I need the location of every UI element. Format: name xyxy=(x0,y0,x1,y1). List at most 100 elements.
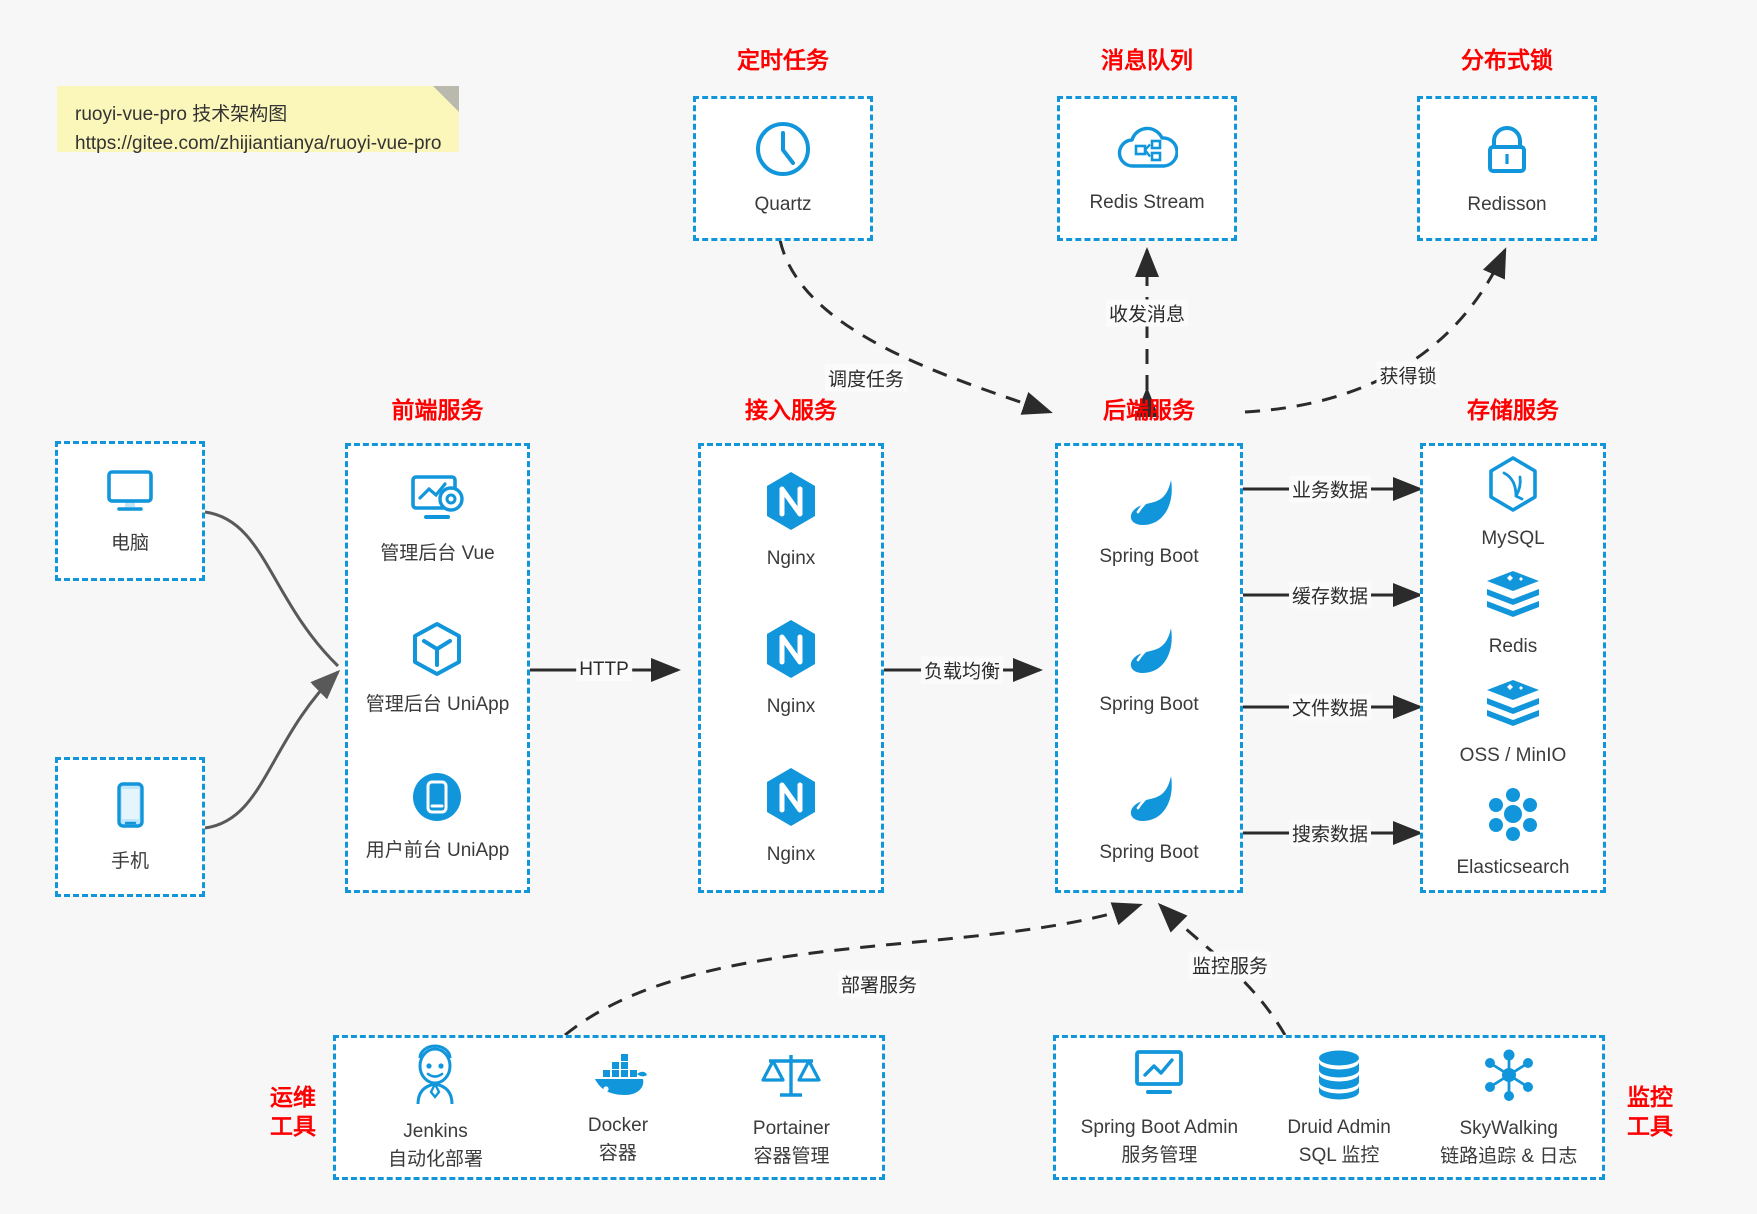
node-spring-boot-admin[interactable]: Spring Boot Admin 服务管理 xyxy=(1081,1048,1238,1168)
edge-label-deploy-service: 部署服务 xyxy=(837,970,921,998)
node-jenkins[interactable]: Jenkins 自动化部署 xyxy=(388,1044,483,1172)
group-scheduled-task: Quartz xyxy=(693,96,873,241)
node-sublabel: 服务管理 xyxy=(1121,1145,1198,1167)
mobile-icon xyxy=(108,780,152,841)
node-nginx-3[interactable]: Nginx xyxy=(762,765,820,868)
note-line-2: https://gitee.com/zhijiantianya/ruoyi-vu… xyxy=(75,133,442,155)
devops-title-line-2: 工具 xyxy=(270,1112,316,1139)
group-title-message-queue: 消息队列 xyxy=(1101,47,1193,73)
node-label: 用户前台 UniApp xyxy=(365,840,510,862)
node-druid-admin[interactable]: Druid Admin SQL 监控 xyxy=(1287,1048,1391,1168)
node-admin-vue[interactable]: 管理后台 Vue xyxy=(380,472,495,567)
node-label: Spring Boot Admin xyxy=(1080,1116,1239,1138)
node-desktop[interactable]: 电脑 xyxy=(101,466,159,557)
edge-label-schedule-task: 调度任务 xyxy=(824,364,908,392)
node-label: Redis xyxy=(1488,636,1538,658)
node-label: 管理后台 UniApp xyxy=(365,693,510,715)
group-client-mobile: 手机 xyxy=(55,757,205,897)
node-label: Spring Boot xyxy=(1099,545,1199,567)
node-user-uniapp[interactable]: 用户前台 UniApp xyxy=(365,769,510,864)
note-fold-icon xyxy=(433,86,459,112)
nginx-icon xyxy=(762,765,820,834)
group-backend: Spring Boot Spring Boot Spring Boot xyxy=(1055,443,1243,893)
group-client-desktop: 电脑 xyxy=(55,441,205,581)
node-spring-boot-1[interactable]: Spring Boot xyxy=(1099,471,1199,570)
edge-label-acquire-lock: 获得锁 xyxy=(1376,361,1440,389)
edge-label-cache-data: 缓存数据 xyxy=(1288,581,1372,609)
devops-title-line-1: 运维 xyxy=(270,1084,316,1110)
node-label: 管理后台 Vue xyxy=(380,543,495,564)
node-label: Nginx xyxy=(766,843,816,865)
oss-icon xyxy=(1483,678,1543,735)
group-gateway: Nginx Nginx Nginx xyxy=(698,443,884,893)
cloud-stream-icon xyxy=(1116,121,1179,182)
group-title-storage: 存储服务 xyxy=(1467,397,1559,423)
node-mysql[interactable]: MySQL xyxy=(1481,455,1545,552)
group-title-devops: 运维 工具 xyxy=(258,1083,328,1141)
edge-label-file-data: 文件数据 xyxy=(1288,693,1372,721)
node-sublabel: 链路追踪 & 日志 xyxy=(1440,1146,1578,1168)
jenkins-icon xyxy=(406,1044,464,1111)
node-label: Druid Admin xyxy=(1287,1116,1391,1138)
node-label: Docker xyxy=(587,1114,649,1136)
node-label: Portainer xyxy=(752,1117,830,1139)
node-sublabel: 容器管理 xyxy=(753,1146,830,1168)
node-quartz[interactable]: Quartz xyxy=(753,119,813,218)
group-title-backend: 后端服务 xyxy=(1103,397,1195,423)
node-docker[interactable]: Docker 容器 xyxy=(587,1050,649,1166)
group-frontend: 管理后台 Vue 管理后台 UniApp 用户前台 UniApp xyxy=(345,443,530,893)
group-title-gateway: 接入服务 xyxy=(745,397,837,423)
node-oss-minio[interactable]: OSS / MinIO xyxy=(1459,678,1567,769)
nginx-icon xyxy=(762,617,820,686)
edge-label-http: HTTP xyxy=(576,659,632,681)
node-sublabel: 容器 xyxy=(598,1143,637,1165)
node-sublabel: 自动化部署 xyxy=(387,1149,483,1171)
edge-label-load-balance: 负载均衡 xyxy=(920,656,1004,684)
scales-icon xyxy=(760,1047,822,1108)
node-spring-boot-3[interactable]: Spring Boot xyxy=(1099,767,1199,866)
edge-label-monitor-service: 监控服务 xyxy=(1188,951,1272,979)
monitoring-title-line-1: 监控 xyxy=(1627,1084,1673,1110)
node-label: Spring Boot xyxy=(1099,693,1199,715)
monitoring-title-line-2: 工具 xyxy=(1627,1112,1673,1139)
spring-icon xyxy=(1119,619,1179,684)
node-label: Quartz xyxy=(754,194,812,216)
node-portainer[interactable]: Portainer 容器管理 xyxy=(753,1047,830,1169)
lock-icon xyxy=(1478,119,1536,184)
database-icon xyxy=(1311,1048,1367,1107)
node-redis-stream[interactable]: Redis Stream xyxy=(1089,121,1205,216)
phone-app-icon xyxy=(409,769,465,830)
node-label: Nginx xyxy=(766,547,816,569)
node-spring-boot-2[interactable]: Spring Boot xyxy=(1099,619,1199,718)
diagram-note: ruoyi-vue-pro 技术架构图 https://gitee.com/zh… xyxy=(57,86,459,154)
clock-icon xyxy=(753,119,813,184)
node-nginx-1[interactable]: Nginx xyxy=(762,469,820,572)
edge-label-send-receive: 收发消息 xyxy=(1105,299,1189,327)
node-nginx-2[interactable]: Nginx xyxy=(762,617,820,720)
edge-label-search-data: 搜索数据 xyxy=(1288,819,1372,847)
node-mobile[interactable]: 手机 xyxy=(108,780,152,875)
node-elasticsearch[interactable]: Elasticsearch xyxy=(1457,786,1570,881)
group-storage: MySQL Redis OSS xyxy=(1420,443,1606,893)
node-skywalking[interactable]: SkyWalking 链路追踪 & 日志 xyxy=(1440,1047,1577,1169)
spring-icon xyxy=(1119,767,1179,832)
node-label: 电脑 xyxy=(110,532,149,554)
redis-icon xyxy=(1483,569,1543,626)
group-message-queue: Redis Stream xyxy=(1057,96,1237,241)
nginx-icon xyxy=(762,469,820,538)
desktop-icon xyxy=(101,466,159,523)
node-sublabel: SQL 监控 xyxy=(1298,1145,1380,1167)
group-distributed-lock: Redisson xyxy=(1417,96,1597,241)
node-label: Spring Boot xyxy=(1099,841,1199,863)
group-monitoring-tools: Spring Boot Admin 服务管理 Druid Admin SQL 监… xyxy=(1053,1035,1605,1180)
node-redisson[interactable]: Redisson xyxy=(1467,119,1547,218)
monitor-chart-icon xyxy=(1130,1048,1188,1107)
edge-label-business-data: 业务数据 xyxy=(1288,475,1372,503)
node-label: Elasticsearch xyxy=(1456,857,1570,879)
node-label: Nginx xyxy=(766,695,816,717)
node-label: 手机 xyxy=(110,850,149,872)
node-label: OSS / MinIO xyxy=(1459,744,1567,766)
node-admin-uniapp[interactable]: 管理后台 UniApp xyxy=(365,619,510,718)
node-label: MySQL xyxy=(1481,527,1545,549)
node-redis[interactable]: Redis xyxy=(1483,569,1543,660)
